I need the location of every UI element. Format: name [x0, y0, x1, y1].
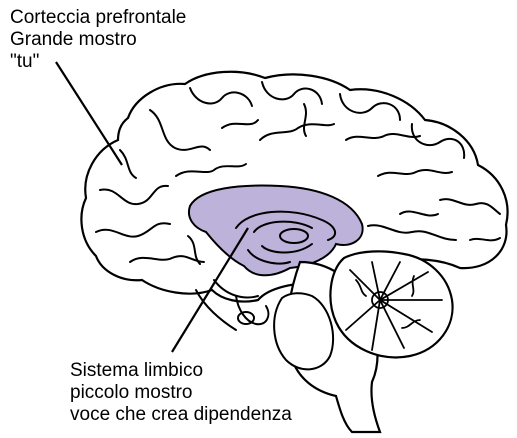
prefrontal-leader-line	[55, 61, 123, 166]
prefrontal-label-line-2: Grande mostro	[10, 29, 137, 50]
limbic-label-line-3: voce che crea dipendenza	[70, 404, 292, 425]
limbic-label-line-1: Sistema limbico	[70, 360, 204, 381]
limbic-inner	[235, 210, 337, 265]
limbic-system-label: Sistema limbico piccolo mostro voce che …	[70, 360, 292, 426]
prefrontal-cortex-label: Corteccia prefrontale Grande mostro "tu"	[10, 7, 186, 73]
limbic-leader-line	[171, 227, 249, 353]
prefrontal-label-line-1: Corteccia prefrontale	[10, 7, 187, 28]
cerebellum	[329, 250, 454, 359]
lower-structures	[195, 279, 270, 331]
limbic-label-line-2: piccolo mostro	[70, 382, 193, 403]
pons	[273, 292, 335, 371]
cerebellum-folds	[345, 261, 443, 351]
prefrontal-label-line-3: "tu"	[10, 51, 40, 72]
